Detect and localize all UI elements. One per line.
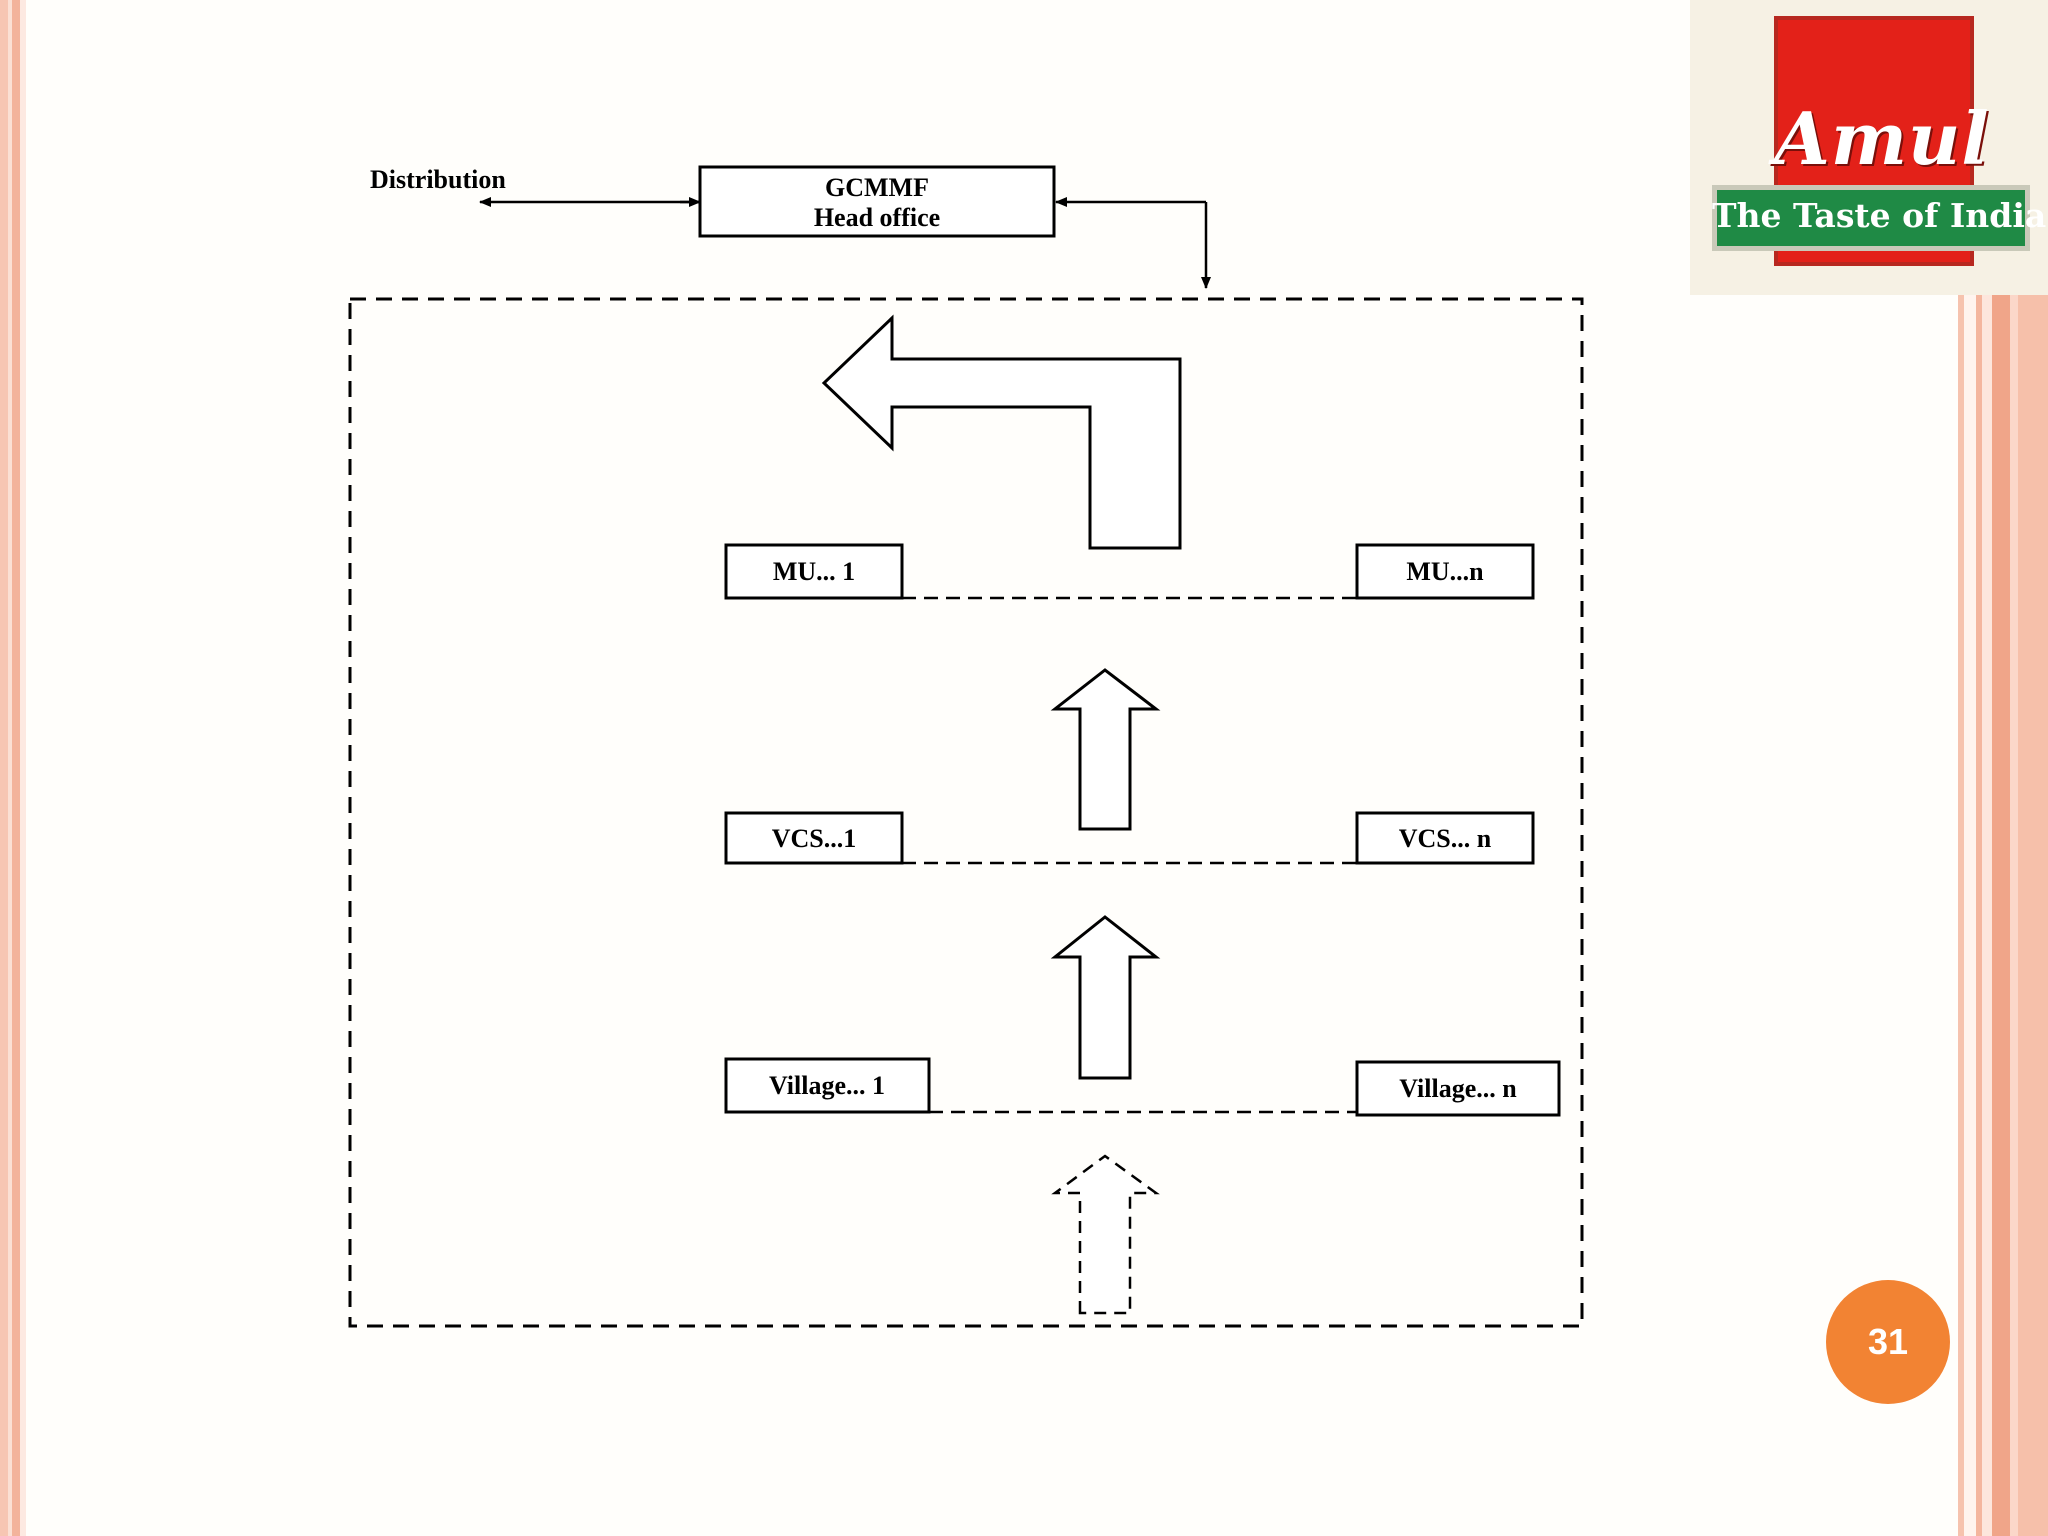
village-first-box — [724, 1057, 931, 1114]
mu-last-label: MU...n — [1406, 557, 1484, 586]
dashed-up-arrow-bottom — [1051, 1154, 1160, 1315]
union-enclosure — [348, 297, 1584, 1328]
l-shaped-arrow — [821, 314, 1182, 550]
vcs-first-label: VCS...1 — [772, 824, 857, 853]
vcs-last-label: VCS... n — [1399, 824, 1492, 853]
village-last-box — [1355, 1060, 1561, 1117]
up-arrow-village-to-vcs — [1050, 915, 1161, 1080]
mu-last-box — [1355, 543, 1535, 600]
village-last-label: Village... n — [1399, 1074, 1517, 1103]
logo-green-band — [1712, 185, 2030, 251]
village-first-label: Village... 1 — [769, 1071, 885, 1100]
logo-tagline: The Taste of India — [1712, 196, 2047, 235]
vcs-first-box — [724, 811, 904, 865]
mu-first-label: MU... 1 — [773, 557, 855, 586]
amul-logo: Amul The Taste of India — [1690, 0, 2048, 295]
head-office-line1: GCMMF — [825, 173, 929, 202]
page-number-badge: 31 — [1826, 1280, 1950, 1404]
logo-brand-text: Amul — [1774, 96, 1990, 181]
vcs-last-box — [1355, 811, 1535, 865]
head-office-box — [698, 165, 1056, 238]
up-arrow-vcs-to-mu — [1050, 668, 1161, 831]
slide-left-border — [0, 0, 26, 1536]
mu-first-box — [724, 543, 904, 600]
distribution-label: Distribution — [370, 165, 506, 194]
head-office-line2: Head office — [814, 203, 940, 232]
